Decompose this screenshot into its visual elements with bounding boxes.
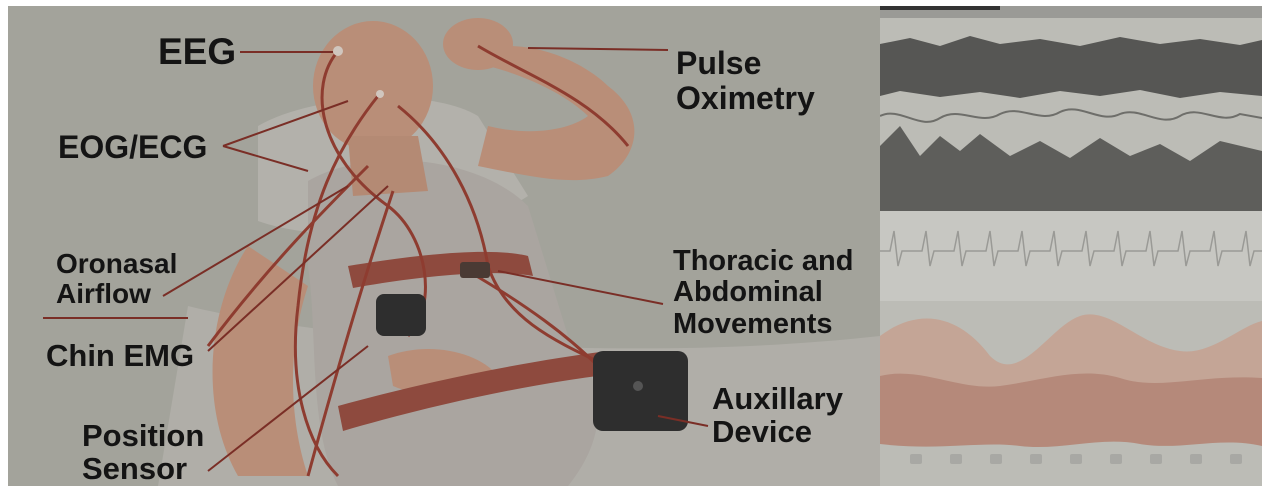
eeg-label: EEG: [158, 32, 236, 72]
pulse-oximetry-line-2: Oximetry: [676, 81, 815, 116]
trace-band-2: [880, 126, 1262, 211]
thoracic-abdominal-label: Thoracic and Abdominal Movements: [673, 246, 854, 340]
oronasal-airflow-line-1: Oronasal: [56, 249, 177, 279]
pulse-oximetry-line-1: Pulse: [676, 46, 815, 81]
thoracic-abdominal-line-3: Movements: [673, 309, 854, 340]
position-sensor-line-2: Sensor: [82, 452, 204, 485]
chin-emg-label: Chin EMG: [46, 339, 194, 372]
pulse-oximetry-label: Pulse Oximetry: [676, 46, 815, 115]
eog-electrode: [376, 90, 384, 98]
eog-ecg-label: EOG/ECG: [58, 130, 207, 165]
eeg-electrode: [333, 46, 343, 56]
thoracic-abdominal-line-2: Abdominal: [673, 277, 854, 308]
raised-hand: [443, 18, 513, 70]
auxillary-device-line-1: Auxillary: [712, 382, 843, 415]
auxillary-device-line-2: Device: [712, 415, 843, 448]
monitor-traces: [880, 6, 1262, 486]
head: [313, 21, 433, 151]
auxillary-device-label: Auxillary Device: [712, 382, 843, 449]
trace-band-1: [880, 36, 1262, 98]
patient-illustration: EEG Pulse Oximetry EOG/ECG Oronasal Airf…: [8, 6, 880, 486]
resp-band-2: [880, 373, 1262, 447]
oronasal-airflow-line-2: Airflow: [56, 279, 177, 309]
device-button: [633, 381, 643, 391]
raised-arm: [478, 46, 634, 180]
monitor-toolbar: [910, 454, 1242, 464]
thoracic-sensor: [460, 262, 490, 278]
signal-monitor: [880, 6, 1262, 486]
position-sensor-label: Position Sensor: [82, 419, 204, 486]
thoracic-abdominal-line-1: Thoracic and: [673, 246, 854, 277]
trace-line-1: [880, 109, 1262, 122]
chest-device: [376, 294, 426, 336]
oronasal-airflow-label: Oronasal Airflow: [56, 249, 177, 309]
position-sensor-line-1: Position: [82, 419, 204, 452]
